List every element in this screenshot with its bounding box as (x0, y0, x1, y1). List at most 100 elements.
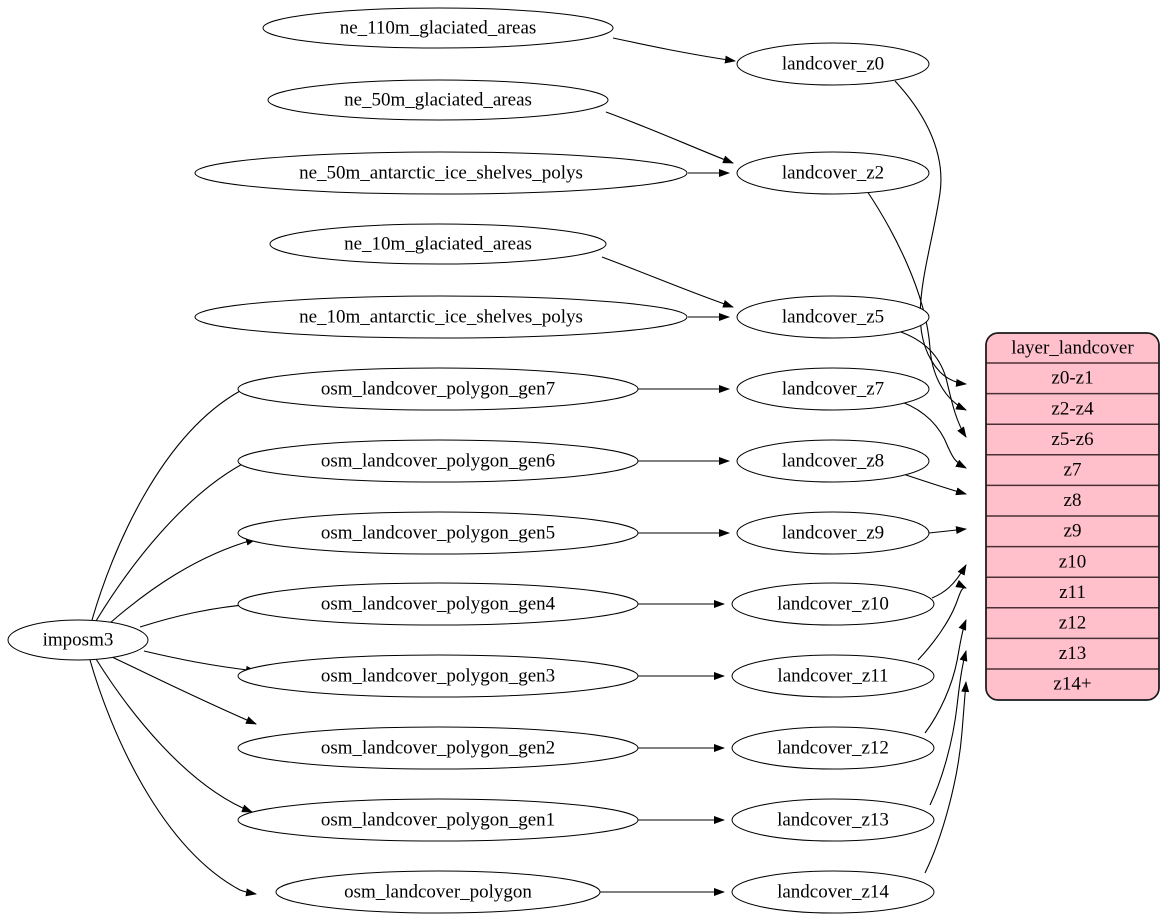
edge-imposm3-to-osm_landcover_polygon (89, 659, 257, 897)
node-label-landcover_z12: landcover_z12 (777, 737, 889, 758)
node-shape-ne_50m_glaciated_areas (267, 79, 609, 121)
edge-landcover_z10-to-layer_row_z10 (931, 564, 967, 599)
layer-table-cell-label: z13 (1059, 643, 1086, 664)
node-osm_landcover_polygon_gen5[interactable]: osm_landcover_polygon_gen5 (237, 511, 639, 555)
node-landcover_z5[interactable]: landcover_z5 (736, 295, 930, 339)
layer-table-cell-label: z14+ (1053, 674, 1091, 695)
node-shape-ne_10m_glaciated_areas (269, 223, 607, 265)
layer-table-cell-label: z5-z6 (1051, 429, 1093, 450)
edge-landcover_z12-to-layer_row_z12 (924, 619, 967, 734)
graph-edge (929, 650, 968, 806)
node-landcover_z9[interactable]: landcover_z9 (736, 511, 930, 555)
node-label-osm_landcover_polygon: osm_landcover_polygon (344, 881, 532, 902)
graph-edge (95, 458, 253, 622)
node-osm_landcover_polygon_gen3[interactable]: osm_landcover_polygon_gen3 (237, 654, 639, 698)
graph-edge (924, 681, 970, 874)
layer-table-cell-label: z8 (1064, 490, 1082, 511)
layer-table-row-z10[interactable]: z10 (986, 547, 1159, 578)
graph-edge (612, 37, 736, 64)
node-osm_landcover_polygon_gen4[interactable]: osm_landcover_polygon_gen4 (237, 582, 639, 626)
layer-table-row-z8[interactable]: z8 (986, 485, 1159, 516)
node-label-imposm3: imposm3 (43, 629, 114, 650)
graph-edge (917, 579, 967, 661)
node-landcover_z0[interactable]: landcover_z0 (736, 42, 930, 86)
node-landcover_z12[interactable]: landcover_z12 (731, 726, 935, 770)
node-landcover_z11[interactable]: landcover_z11 (731, 654, 935, 698)
node-label-landcover_z7: landcover_z7 (782, 378, 884, 399)
layer-table-row-z9[interactable]: z9 (986, 516, 1159, 547)
node-osm_landcover_polygon[interactable]: osm_landcover_polygon (275, 870, 601, 914)
node-shape-ne_110m_glaciated_areas (262, 7, 614, 49)
node-label-landcover_z0: landcover_z0 (782, 53, 884, 74)
node-label-landcover_z9: landcover_z9 (782, 522, 884, 543)
edge-ne_10m_glaciated_areas-to-landcover_z5 (601, 256, 734, 308)
edge-imposm3-to-osm_landcover_polygon_gen6 (95, 458, 253, 622)
layer-table-row-z13[interactable]: z13 (986, 638, 1159, 669)
node-label-osm_landcover_polygon_gen1: osm_landcover_polygon_gen1 (321, 809, 555, 830)
graph-edge (601, 256, 734, 308)
node-label-landcover_z10: landcover_z10 (777, 593, 889, 614)
node-ne_10m_glaciated_areas[interactable]: ne_10m_glaciated_areas (269, 223, 607, 265)
layer-table-cell-label: z11 (1059, 582, 1086, 603)
node-landcover_z7[interactable]: landcover_z7 (736, 367, 930, 411)
edge-landcover_z11-to-layer_row_z11 (917, 579, 967, 661)
layer-table-row-z0-z1[interactable]: z0-z1 (986, 363, 1159, 394)
edge-ne_50m_glaciated_areas-to-landcover_z2 (605, 111, 734, 164)
node-shape-landcover_z14 (731, 870, 935, 914)
node-shape-osm_landcover_polygon_gen7 (237, 367, 639, 411)
node-osm_landcover_polygon_gen1[interactable]: osm_landcover_polygon_gen1 (237, 798, 639, 842)
edge-imposm3-to-osm_landcover_polygon_gen1 (95, 658, 253, 813)
edge-imposm3-to-osm_landcover_polygon_gen5 (109, 537, 257, 624)
node-osm_landcover_polygon_gen7[interactable]: osm_landcover_polygon_gen7 (237, 367, 639, 411)
edge-imposm3-to-osm_landcover_polygon_gen2 (111, 656, 257, 725)
node-shape-landcover_z10 (731, 582, 935, 626)
layer-table-cell-label: z10 (1059, 551, 1086, 572)
node-landcover_z2[interactable]: landcover_z2 (736, 151, 930, 195)
node-landcover_z10[interactable]: landcover_z10 (731, 582, 935, 626)
node-ne_50m_glaciated_areas[interactable]: ne_50m_glaciated_areas (267, 79, 609, 121)
node-shape-landcover_z7 (736, 367, 930, 411)
node-ne_10m_antarctic_ice_shelves_polys[interactable]: ne_10m_antarctic_ice_shelves_polys (194, 295, 688, 339)
node-landcover_z13[interactable]: landcover_z13 (731, 798, 935, 842)
node-label-ne_110m_glaciated_areas: ne_110m_glaciated_areas (340, 17, 537, 38)
node-imposm3[interactable]: imposm3 (7, 619, 149, 661)
layer-table-row-z14+[interactable]: z14+ (986, 669, 1159, 700)
node-label-osm_landcover_polygon_gen4: osm_landcover_polygon_gen4 (321, 593, 556, 614)
node-ne_110m_glaciated_areas[interactable]: ne_110m_glaciated_areas (262, 7, 614, 49)
edge-landcover_z0-to-layer_row_z0-z1 (894, 80, 967, 387)
edge-landcover_z5-to-layer_row_z5-z6 (897, 330, 967, 438)
graph-edge (139, 600, 257, 628)
graph-edge (89, 659, 257, 897)
node-osm_landcover_polygon_gen2[interactable]: osm_landcover_polygon_gen2 (237, 726, 639, 770)
node-label-landcover_z13: landcover_z13 (777, 809, 889, 830)
node-ne_50m_antarctic_ice_shelves_polys[interactable]: ne_50m_antarctic_ice_shelves_polys (194, 151, 688, 195)
node-osm_landcover_polygon_gen6[interactable]: osm_landcover_polygon_gen6 (237, 439, 639, 483)
layer-table-row-z5-z6[interactable]: z5-z6 (986, 424, 1159, 455)
layer-table-row-z7[interactable]: z7 (986, 455, 1159, 486)
node-shape-osm_landcover_polygon_gen1 (237, 798, 639, 842)
nodes-layer: imposm3 ne_110m_glaciated_areas ne_50m_gla… (7, 7, 935, 914)
edge-landcover_z14-to-layer_row_z14+ (924, 681, 970, 874)
node-label-ne_50m_antarctic_ice_shelves_polys: ne_50m_antarctic_ice_shelves_polys (299, 162, 583, 183)
layer-table-row-z11[interactable]: z11 (986, 577, 1159, 608)
graph-edge (111, 656, 257, 725)
edge-landcover_z8-to-layer_row_z8 (902, 473, 967, 496)
node-label-ne_10m_antarctic_ice_shelves_polys: ne_10m_antarctic_ice_shelves_polys (299, 306, 583, 327)
node-label-landcover_z2: landcover_z2 (782, 162, 884, 183)
layer-table-row-z2-z4[interactable]: z2-z4 (986, 394, 1159, 425)
graph-edge (897, 330, 967, 438)
edges-layer (89, 37, 970, 897)
graph-edge (109, 537, 257, 624)
graph-edge (931, 564, 967, 599)
node-label-landcover_z11: landcover_z11 (777, 665, 888, 686)
node-shape-osm_landcover_polygon (275, 870, 601, 914)
layer-table-cell-label: z9 (1064, 521, 1082, 542)
graph-edge (143, 650, 257, 674)
node-landcover_z14[interactable]: landcover_z14 (731, 870, 935, 914)
node-shape-osm_landcover_polygon_gen4 (237, 582, 639, 626)
layer-table-row-z12[interactable]: z12 (986, 608, 1159, 639)
edge-ne_110m_glaciated_areas-to-landcover_z0 (612, 37, 736, 64)
node-landcover_z8[interactable]: landcover_z8 (736, 439, 930, 483)
